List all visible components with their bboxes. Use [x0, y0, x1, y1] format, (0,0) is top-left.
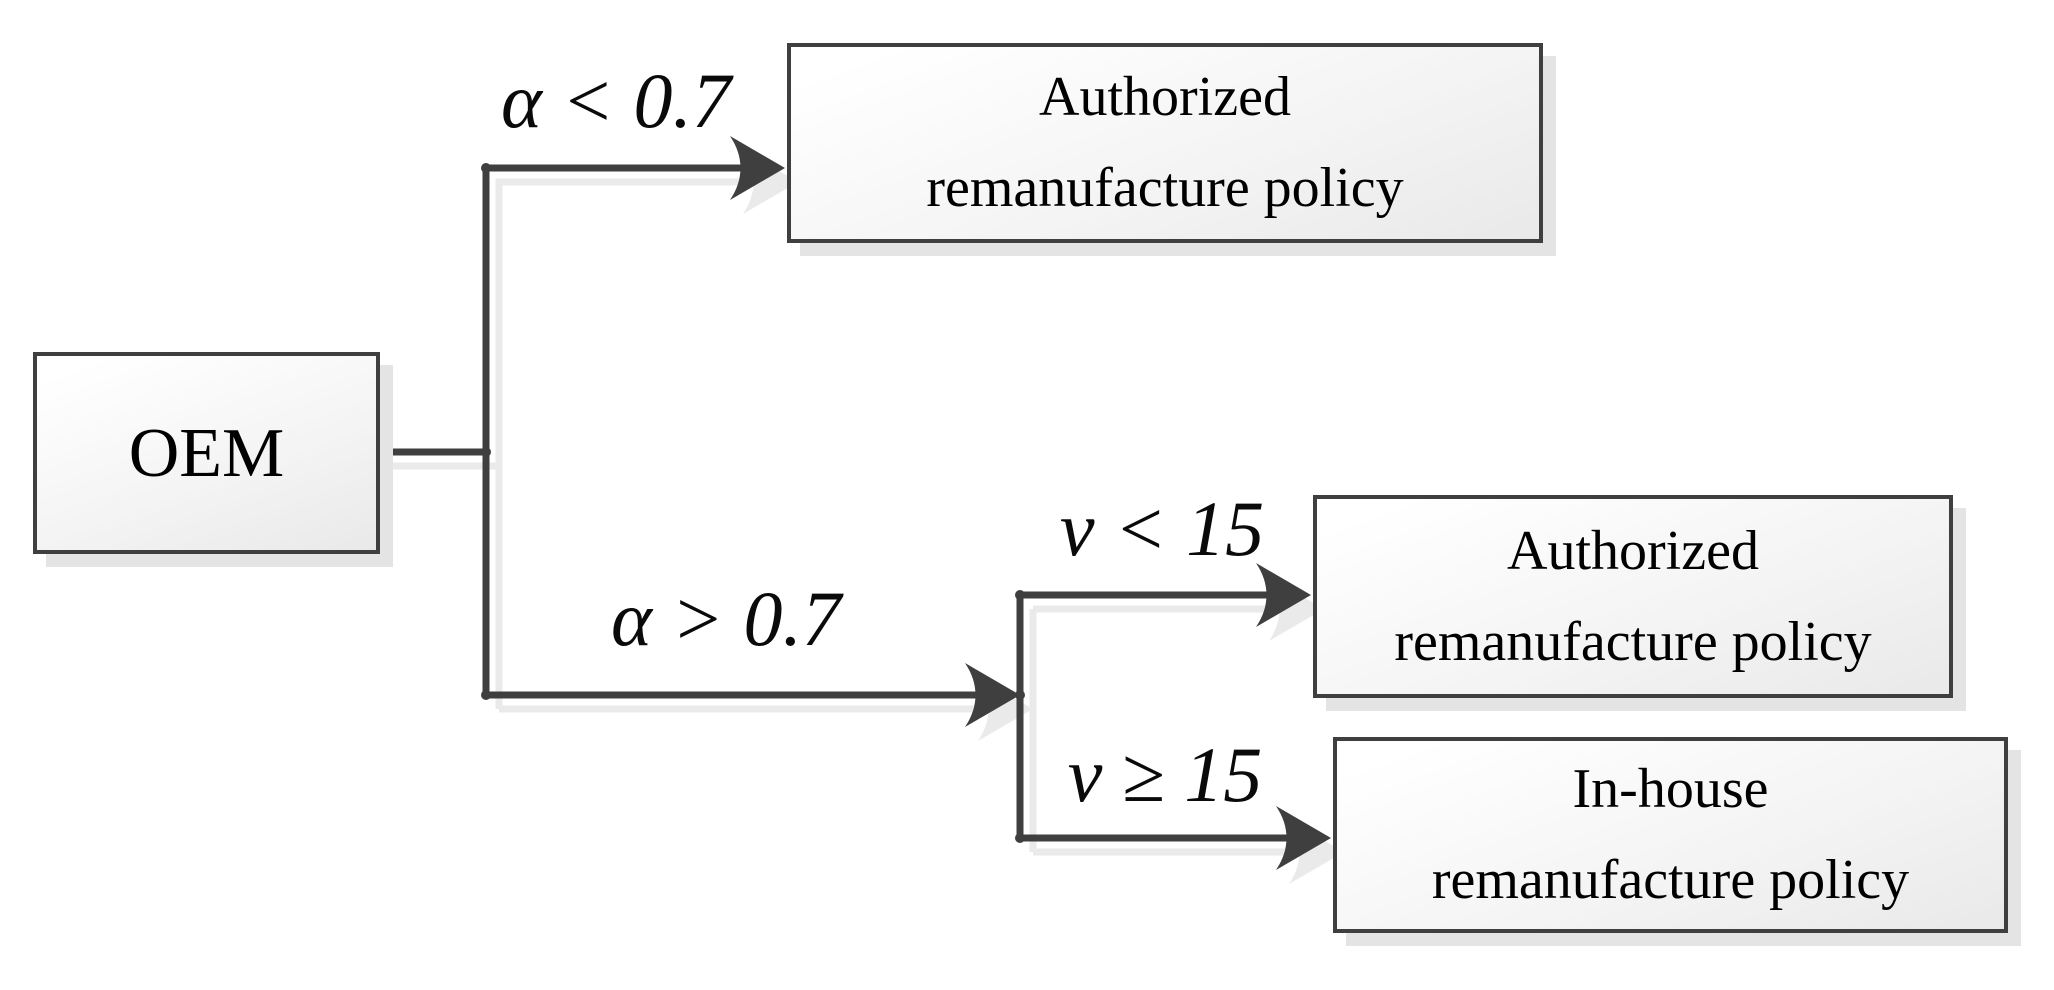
trunk1-shadow	[495, 178, 758, 709]
edge-label-alpha-gt-0.7: α > 0.7	[610, 575, 842, 662]
node-label-line2: remanufacture policy	[926, 157, 1404, 219]
edge-label-nu-ge-15: ν ≥ 15	[1067, 731, 1263, 818]
node-label-line2: remanufacture policy	[1431, 849, 1910, 911]
node-label-line1: Authorized	[1507, 519, 1759, 582]
node-label-line1: In-house	[1572, 758, 1769, 821]
connectors	[375, 136, 1331, 870]
node-oem: OEM	[33, 352, 380, 554]
node-inhouse-remanufacture: In-house remanufacture policy	[1333, 737, 2008, 933]
node-label-line2: remanufacture policy	[1394, 610, 1872, 673]
joint-dot	[1015, 590, 1025, 600]
arrowhead-icon	[965, 663, 1020, 727]
joint-dot	[481, 163, 491, 173]
joint-dot	[1015, 833, 1025, 843]
edge-label-nu-lt-15: ν < 15	[1059, 485, 1265, 572]
joint-dot	[481, 690, 491, 700]
edge-label-alpha-lt-0.7: α < 0.7	[500, 57, 732, 144]
node-oem-label: OEM	[128, 414, 285, 492]
arrowhead-icon	[1256, 563, 1311, 627]
joint-dot	[1015, 690, 1025, 700]
joint-dot	[481, 447, 491, 457]
node-label-line1: Authorized	[1039, 66, 1291, 129]
node-authorized-remanufacture-middle: Authorized remanufacture policy	[1313, 495, 1953, 698]
node-authorized-remanufacture-top: Authorized remanufacture policy	[787, 43, 1543, 243]
arrowhead-icon	[1276, 806, 1331, 870]
arrowhead-icon	[730, 136, 785, 200]
